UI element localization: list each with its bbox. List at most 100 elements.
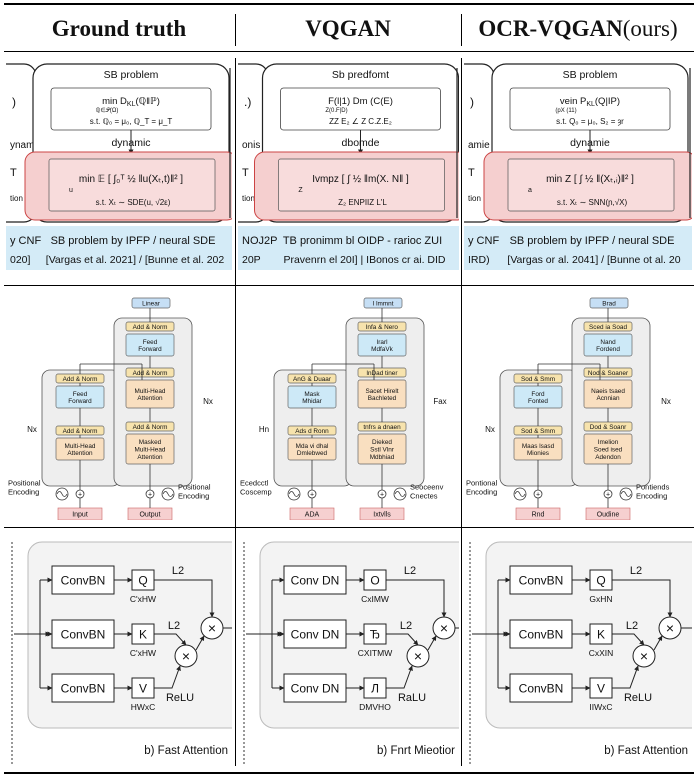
q-to-mult [386,579,447,618]
convbn-box-v [51,673,115,703]
sb-title: SB problem [104,69,159,81]
sb-title: SB problem [563,69,618,81]
q-to-mult [612,579,673,618]
v-label: Л [371,682,379,696]
multiply-sign-top: × [666,620,674,636]
dynamic-label: dynamie [570,137,610,149]
column-header-ground-truth: Ground truth [51,16,187,41]
convbn-box-k [283,619,347,649]
figure-caption: b) Fast Attention [604,745,688,757]
figure-caption: b) Fnrt Mieotior [377,745,455,757]
left-tion-text: tion [10,194,23,203]
dynamic-subscript: u [69,187,73,194]
enc-add-norm-2-label: Sod & Smm [521,376,555,383]
nx-left-label: Nx [27,425,37,434]
row1-rule [4,285,694,286]
k-label: K [597,628,605,642]
dynamic-inner-box [48,158,216,212]
add-sign-right: + [380,492,384,499]
top-rule [4,3,694,5]
constraint-text: s.t. Q₀ = μ₀, S₂ = ȝr [556,117,624,126]
convbn-label-v: ConvBN [519,682,564,696]
reference-band [6,226,232,270]
multiply-sign-bottom: × [414,648,422,664]
sine-wave-right [620,491,632,497]
left-paren-text: ) [470,95,474,109]
dynamic-objective-text: Ivmpz [ ∫ ½ ‖m(X. N‖ ] [312,174,409,185]
q-shape-label: CxIMW [361,594,389,604]
dynamic-subscript: Z [298,187,303,194]
v-label: V [139,682,147,696]
multiply-sign-bottom: × [182,648,190,664]
dec-linear [131,297,171,309]
add-sign-left: + [536,492,540,499]
dynamic-inner-box [507,158,675,212]
sb-title: Sb predfomt [332,69,389,81]
left-t-text: T [242,167,249,179]
reference-band [238,226,459,270]
enc-add-norm-2-label: AnG & Duaar [293,376,332,383]
add-sign-right: + [148,492,152,499]
dec-linear-label: Linear [142,301,161,308]
band-right-text-1: SB problem by IPFP / neural SDE [510,235,675,247]
v-to-mult [612,665,639,689]
input-label: ADA [305,512,320,519]
sine-wave-right [162,491,174,497]
l2-mid-label: L2 [168,620,180,632]
l2-mid-label: L2 [626,620,638,632]
dec-add-norm-3-label: Sced ia Soad [589,324,627,331]
dec-add-norm-3-label: lnfa & Nero [366,324,398,331]
left-paren-text: .) [244,95,251,109]
relu-label: ReLU [166,692,194,704]
objective-subscript: Z(0.F|D) [325,108,347,114]
multiply-sign-top: × [440,620,448,636]
output-label: Ixtvlls [373,512,391,519]
band-left-text-2: IRD) [468,254,490,266]
sine-wave-left [288,491,300,497]
column-header-vqgan: VQGAN [305,16,391,41]
v-shape-label: DMVHO [359,702,391,712]
band-right-text-1: TB pronimm bl OIDP - rarioc ZUI [283,235,442,247]
l2-top-label: L2 [630,565,642,577]
enc-add-norm-1-label: Sod & Smm [521,428,555,435]
q-label: Q [138,574,147,588]
k-shape-label: CxXIN [589,648,614,658]
band-left-text-1: y CNF [468,235,499,247]
dynamic-subscript: a [528,187,532,194]
k-shape-label: CXITMW [358,648,392,658]
objective-text: F(l|1) Dm (C(E) [328,96,393,107]
sine-wave-left [514,491,526,497]
dynamic-constraint-text: Z₂ ENPIIZ L'L [338,198,387,207]
enc-add-norm-2-label: Add & Norm [63,376,98,383]
convbn-box-q [51,565,115,595]
k-label: Ђ [370,628,380,642]
dec-add-norm-2-label: Nod & Soaner [588,370,629,377]
objective-text: min DKL(ℚ‖ℙ) [102,96,160,108]
v-label: V [597,682,605,696]
dynamic-objective-text: min 𝔼 [ ∫₀ᵀ ½ ‖u(Xₜ,t)‖² ] [79,174,183,185]
convbn-label-q: Conv DN [291,574,340,588]
l2-top-label: L2 [404,565,416,577]
column-separator-2 [461,14,462,46]
